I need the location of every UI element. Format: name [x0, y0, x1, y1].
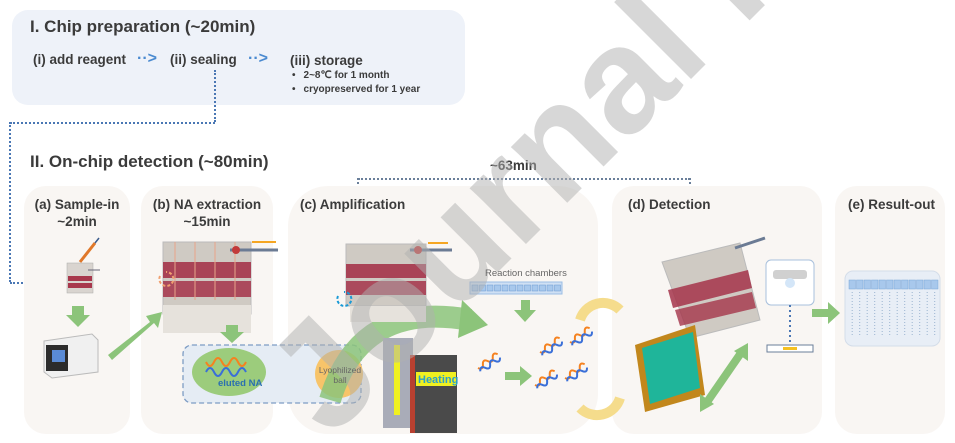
section2-title: II. On-chip detection (~80min): [30, 152, 269, 171]
green-arrow-right: [812, 302, 840, 324]
panel-b-title: (b) NA extraction: [152, 197, 262, 212]
time-span-line: [358, 178, 690, 180]
dna-helix-icon: [205, 357, 247, 377]
storage-note: cryopreserved for 1 year: [292, 84, 421, 95]
connector-line: [9, 122, 11, 282]
mini-chip-icon: [66, 262, 100, 294]
result-well: [916, 279, 924, 290]
green-double-arrow: [701, 347, 747, 408]
dotted-chevron-right-icon: ··>: [137, 50, 157, 67]
eluted-na-label: eluted NA: [218, 378, 263, 389]
result-well: [856, 279, 864, 290]
reaction-chambers-label: Reaction chambers: [485, 268, 567, 279]
reaction-chamber: [509, 284, 516, 292]
panel-a-title: (a) Sample-in: [34, 197, 120, 212]
instrument-icon: [43, 333, 99, 379]
step-storage: (iii) storage: [290, 53, 363, 68]
dna-helix-icon: [477, 352, 501, 372]
green-arrow-right: [505, 366, 532, 386]
result-grid: [844, 270, 941, 347]
dna-helix-icon: [564, 362, 588, 382]
reaction-chamber: [524, 284, 531, 292]
green-arrow-diagonal: [108, 312, 162, 360]
rotate-arrows-icon: [336, 290, 353, 307]
detection-module-image: [635, 325, 705, 412]
result-well: [878, 279, 886, 290]
green-curved-arrow: [319, 305, 472, 404]
step-sealing: (ii) sealing: [170, 52, 237, 67]
panel-b-time: ~15min: [183, 214, 231, 229]
panel-e-title: (e) Result-out: [848, 197, 935, 212]
step-add-reagent: (i) add reagent: [33, 52, 127, 67]
green-arrow-down: [220, 325, 244, 343]
reaction-chamber: [479, 284, 486, 292]
reaction-chamber: [539, 284, 546, 292]
result-well: [886, 279, 894, 290]
chip-cartridge-image: [162, 241, 278, 333]
section1-title: I. Chip preparation (~20min): [30, 17, 256, 36]
result-well: [893, 279, 901, 290]
dna-helix-icon: [539, 336, 563, 356]
reaction-chamber: [546, 284, 554, 292]
panel-d-title: (d) Detection: [628, 197, 711, 212]
result-well: [908, 279, 916, 290]
result-well: [931, 279, 939, 290]
result-well: [901, 279, 909, 290]
connector-line: [214, 70, 216, 122]
heating-label: Heating: [418, 374, 458, 386]
chip-cartridge-image: [661, 236, 766, 339]
lyophilized-ball-label: Lyophilized ball: [318, 365, 362, 385]
connector-line: [10, 122, 215, 124]
result-well: [863, 279, 871, 290]
green-arrow-down: [514, 300, 536, 322]
chip-cartridge-image: [345, 242, 452, 322]
panel-c-title: (c) Amplification: [300, 197, 406, 212]
reaction-chamber: [531, 284, 539, 292]
reaction-chamber: [471, 284, 479, 292]
result-well: [848, 279, 856, 290]
rotate-arrows-icon: [158, 270, 175, 287]
dna-helix-icon: [569, 326, 593, 346]
result-well: [871, 279, 879, 290]
reaction-chamber: [486, 284, 494, 292]
heating-module-image: [383, 338, 457, 433]
reaction-chamber: [554, 284, 561, 292]
amplification-time-label: ~63min: [490, 158, 537, 173]
green-arrow-down: [66, 306, 90, 327]
panel-a-time: ~2min: [57, 214, 97, 229]
yellow-cycle-arrow: [576, 396, 625, 421]
reaction-chamber: [516, 284, 524, 292]
dna-helix-icon: [534, 369, 558, 389]
yellow-cycle-arrow: [575, 297, 624, 322]
pipette-icon: [78, 237, 100, 263]
result-well: [923, 279, 931, 290]
dotted-chevron-right-icon: ··>: [248, 50, 268, 67]
reaction-chamber: [494, 284, 501, 292]
reaction-chamber: [501, 284, 509, 292]
storage-note: 2~8℃ for 1 month: [292, 70, 390, 81]
